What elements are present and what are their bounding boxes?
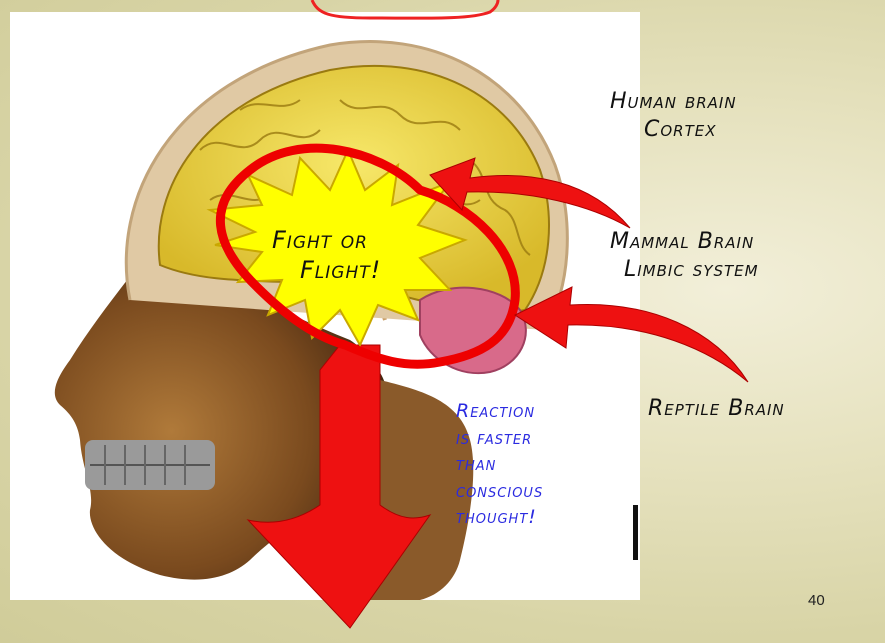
cortex-label-line2: Cortex xyxy=(610,116,737,144)
starburst-line2: Flight! xyxy=(272,255,452,285)
teeth-shape xyxy=(85,440,215,490)
limbic-label: Mammal Brain Limbic system xyxy=(610,228,759,283)
starburst-line1: Fight or xyxy=(272,226,368,254)
limbic-label-line1: Mammal Brain xyxy=(610,229,754,254)
reptile-arrow xyxy=(515,287,748,382)
reaction-note: Reaction is faster than conscious though… xyxy=(456,398,606,531)
limbic-label-line2: Limbic system xyxy=(610,256,759,284)
top-outline-shape xyxy=(312,0,498,18)
reaction-line: than xyxy=(456,451,606,478)
reptile-label: Reptile Brain xyxy=(648,395,785,423)
cortex-label-line1: Human brain xyxy=(610,89,737,114)
cortex-label: Human brain Cortex xyxy=(610,88,737,143)
slide-number: 40 xyxy=(808,592,825,609)
reaction-line: conscious xyxy=(456,478,606,505)
reaction-line: Reaction xyxy=(456,398,606,425)
reaction-line: thought! xyxy=(456,504,606,531)
fight-or-flight-text: Fight or Flight! xyxy=(272,225,452,285)
reaction-line: is faster xyxy=(456,425,606,452)
